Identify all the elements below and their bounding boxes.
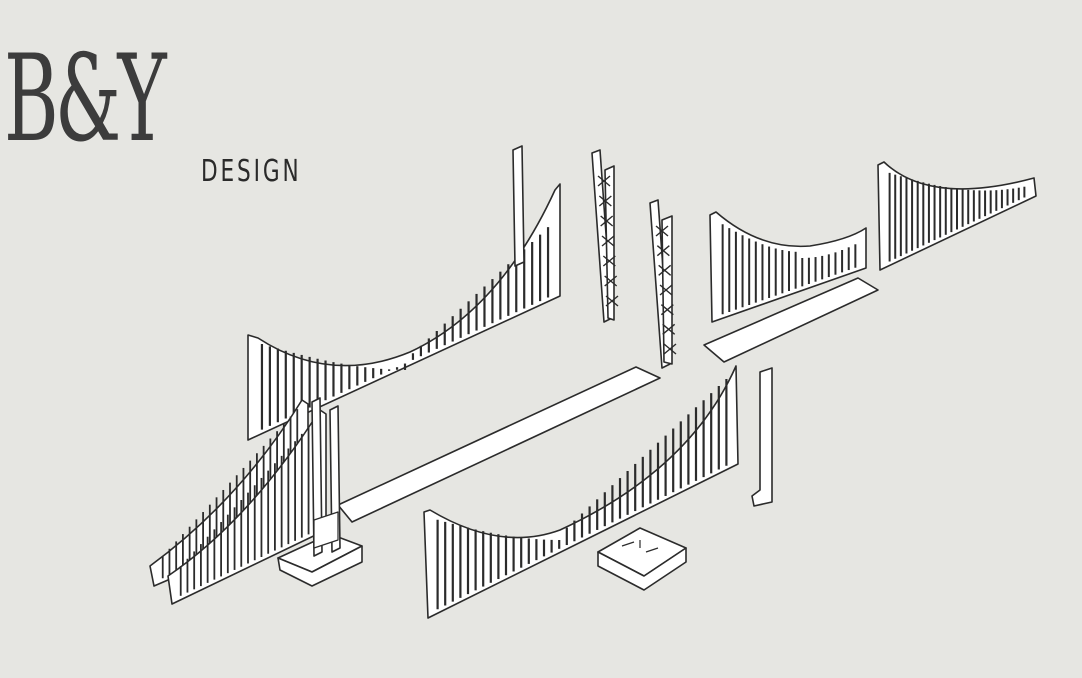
tower-post-top [512, 145, 525, 267]
deck-plate-long [337, 366, 661, 523]
slat [597, 175, 611, 187]
slat [656, 245, 670, 257]
ladder-tower-right [649, 199, 677, 369]
deck-plate-short [703, 277, 879, 363]
slat [655, 225, 669, 237]
tower-post-bottom [751, 367, 773, 507]
suspension-panel-large-bottom [423, 365, 739, 619]
logo-mark: B&Y [4, 30, 167, 169]
brand-logo: B&Y DESIGN [0, 0, 320, 200]
slat [663, 343, 677, 355]
side-span-panel-right [877, 161, 1037, 271]
logo-subtitle: DESIGN [201, 154, 302, 189]
slat [605, 295, 619, 307]
slat [662, 323, 676, 335]
suspension-panel-medium [709, 211, 867, 323]
slat [598, 195, 612, 207]
slat [602, 255, 616, 267]
slat [660, 304, 674, 316]
assembled-tower-base [277, 397, 363, 587]
slat [600, 215, 614, 227]
slat [659, 284, 673, 296]
base-block [597, 527, 687, 591]
ladder-tower-left [591, 149, 619, 323]
slat [658, 264, 672, 276]
slat [601, 235, 615, 247]
slat [604, 275, 618, 287]
suspension-panel-large-top [247, 183, 561, 441]
side-span-panel-left-b [167, 409, 327, 605]
